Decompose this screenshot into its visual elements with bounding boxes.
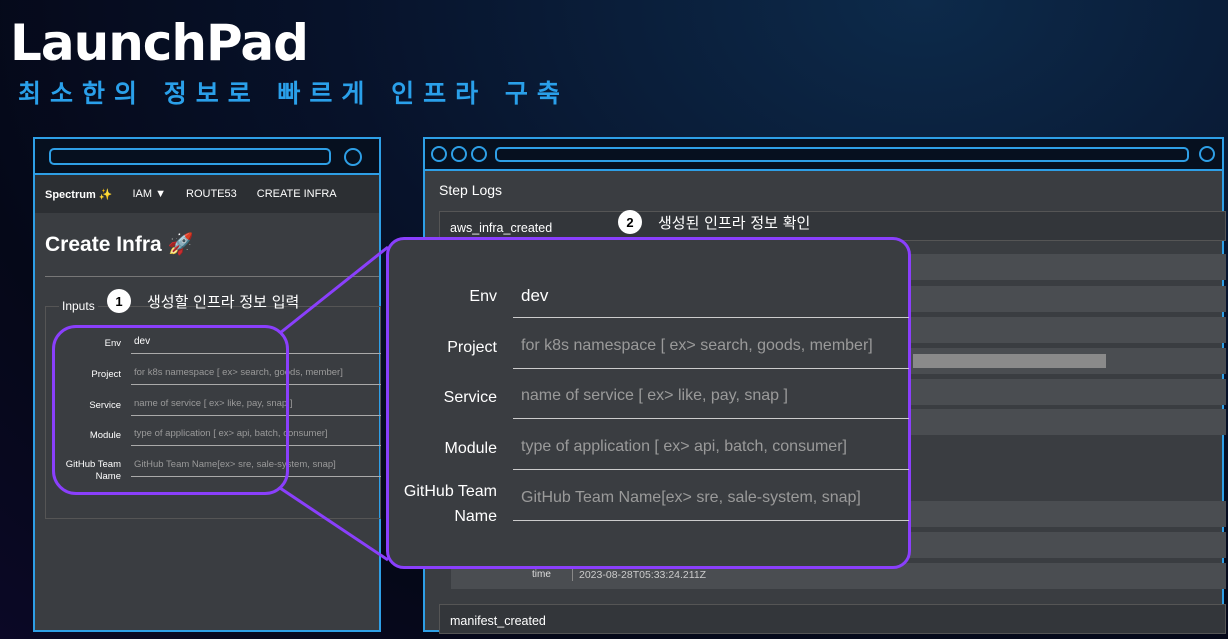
nav-item-route53[interactable]: ROUTE53 <box>186 188 237 200</box>
github-team-label: GitHub Team Name <box>65 459 121 482</box>
zoom-env-label: Env <box>469 288 497 305</box>
time-label: time <box>532 569 551 580</box>
slide-title: LaunchPad <box>10 14 309 72</box>
window-circle-icon <box>344 148 362 166</box>
zoom-env-input[interactable]: dev <box>513 278 909 318</box>
service-row: Service name of service [ ex> like, pay,… <box>55 394 381 418</box>
app-navbar: Spectrum ✨ IAM ▼ ROUTE53 CREATE INFRA <box>35 175 379 213</box>
step-logs-title: Step Logs <box>439 182 503 198</box>
github-team-input[interactable]: GitHub Team Name[ex> sre, sale-system, s… <box>131 459 381 477</box>
window-titlebar <box>425 139 1222 171</box>
zoomed-inputs-panel: Env dev Project for k8s namespace [ ex> … <box>386 237 911 569</box>
window-circle-icon <box>451 146 467 162</box>
zoom-env-row: Env dev <box>389 272 911 318</box>
callout-1: 1 생성할 인프라 정보 입력 <box>107 289 299 313</box>
github-team-row: GitHub Team Name GitHub Team Name[ex> sr… <box>55 455 381 482</box>
callout-2: 2 생성된 인프라 정보 확인 <box>618 210 810 234</box>
window-circle-icon <box>1199 146 1215 162</box>
zoom-project-row: Project for k8s namespace [ ex> search, … <box>389 323 911 369</box>
window-circle-icon <box>431 146 447 162</box>
env-input[interactable]: dev <box>131 336 381 354</box>
project-input[interactable]: for k8s namespace [ ex> search, goods, m… <box>131 367 381 385</box>
callout-badge: 1 <box>107 289 131 313</box>
project-label: Project <box>91 369 121 380</box>
zoom-project-label: Project <box>447 339 497 356</box>
callout-badge: 2 <box>618 210 642 234</box>
service-input[interactable]: name of service [ ex> like, pay, snap ] <box>131 398 381 416</box>
time-value: 2023-08-28T05:33:24.211Z <box>572 569 706 581</box>
service-label: Service <box>89 400 121 411</box>
project-row: Project for k8s namespace [ ex> search, … <box>55 363 381 387</box>
window-titlebar <box>35 139 379 175</box>
env-row: Env dev <box>55 332 381 356</box>
zoom-github-team-input[interactable]: GitHub Team Name[ex> sre, sale-system, s… <box>513 481 909 521</box>
inputs-legend: Inputs <box>59 299 98 313</box>
module-label: Module <box>89 430 121 441</box>
address-bar[interactable] <box>495 147 1189 162</box>
zoom-module-input[interactable]: type of application [ ex> api, batch, co… <box>513 430 909 470</box>
zoom-project-input[interactable]: for k8s namespace [ ex> search, goods, m… <box>513 329 909 369</box>
nav-item-iam[interactable]: IAM ▼ <box>132 188 167 200</box>
zoom-service-row: Service name of service [ ex> like, pay,… <box>389 373 911 419</box>
address-bar[interactable] <box>49 148 331 165</box>
callout-text: 생성할 인프라 정보 입력 <box>147 292 300 311</box>
nav-brand[interactable]: Spectrum ✨ <box>45 188 113 201</box>
zoom-service-input[interactable]: name of service [ ex> like, pay, snap ] <box>513 379 909 419</box>
inputs-fieldset <box>45 306 381 519</box>
module-input[interactable]: type of application [ ex> api, batch, co… <box>131 428 381 446</box>
divider <box>45 276 379 277</box>
zoom-service-label: Service <box>443 389 497 406</box>
window-circle-icon <box>471 146 487 162</box>
nav-item-create-infra[interactable]: CREATE INFRA <box>256 188 337 200</box>
log-progress-bar <box>913 354 1106 368</box>
create-infra-window: Spectrum ✨ IAM ▼ ROUTE53 CREATE INFRA Cr… <box>33 137 381 632</box>
zoom-github-team-row: GitHub Team Name GitHub Team Name[ex> sr… <box>389 475 911 525</box>
input-highlight-frame <box>52 325 289 495</box>
zoom-module-row: Module type of application [ ex> api, ba… <box>389 424 911 470</box>
module-row: Module type of application [ ex> api, ba… <box>55 424 381 448</box>
zoom-github-team-label: GitHub Team Name <box>403 483 497 525</box>
manifest-step-header[interactable]: manifest_created <box>439 604 1226 634</box>
callout-text: 생성된 인프라 정보 확인 <box>658 213 811 232</box>
page-title: Create Infra 🚀 <box>45 233 194 256</box>
zoom-module-label: Module <box>444 440 497 457</box>
env-label: Env <box>104 338 121 349</box>
slide-subtitle: 최소한의 정보로 빠르게 인프라 구축 <box>18 79 569 108</box>
